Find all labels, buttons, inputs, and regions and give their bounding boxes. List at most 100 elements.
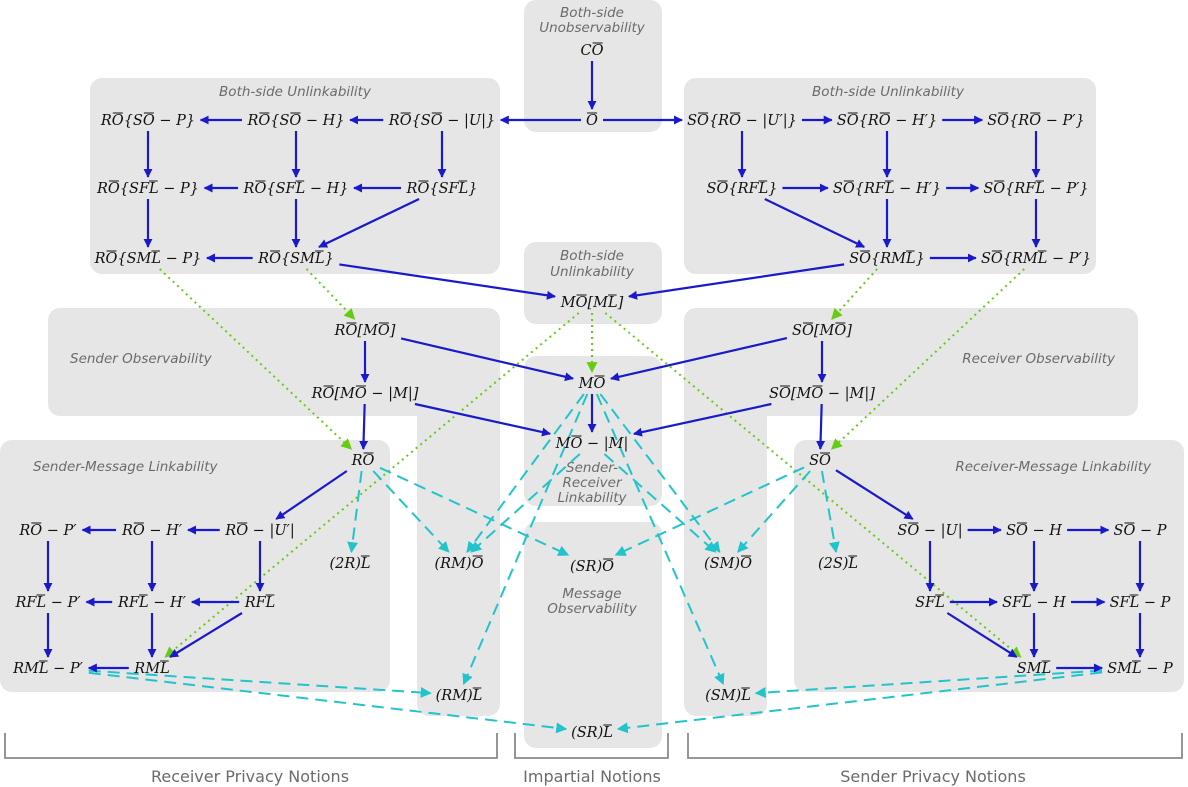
node-rfl-p: RFL − P′ <box>14 594 81 611</box>
overlined-symbol: O <box>602 559 614 575</box>
symbol-text: ] <box>845 323 852 339</box>
symbol-text: − |U′|} <box>741 113 797 129</box>
symbol-text: S <box>981 251 991 267</box>
symbol-text: − |M| <box>582 436 628 452</box>
symbol-text: − H <box>1028 523 1062 539</box>
region-sender-observability <box>48 308 500 416</box>
green-edge-so_rml_p-to-so <box>830 268 1025 450</box>
node-ro-so-h: RO{SO − H} <box>246 112 345 129</box>
symbol-text: − |U| <box>919 523 962 539</box>
overlined-symbol: O <box>269 251 281 267</box>
node-mo-ml: MO[ML] <box>560 294 624 311</box>
symbol-text: ] <box>389 323 396 339</box>
node-rml2: (RM)L <box>436 687 482 704</box>
node-so-mo-m: SO[MO − |M|] <box>769 385 875 402</box>
symbol-text: S <box>769 386 779 402</box>
symbol-text: − P′ <box>46 595 81 611</box>
overlined-symbol: O <box>834 323 846 339</box>
node-label: SFL <box>915 595 945 611</box>
node-ro-so-p: RO{SO − P} <box>100 112 195 129</box>
symbol-text: − P′ <box>48 661 83 677</box>
symbol-text: R <box>311 386 323 402</box>
region-label-line: Receiver <box>562 475 622 491</box>
overlined-symbol: O <box>716 181 728 197</box>
node-label: RO{SML − P} <box>94 251 202 267</box>
region-label-line: Unlinkability <box>550 264 635 280</box>
node-label: SO{RML} <box>849 251 925 267</box>
footer-braces <box>4 733 1183 759</box>
symbol-text: S <box>687 113 697 129</box>
overlined-symbol: L <box>38 661 49 677</box>
overlined-symbol: L <box>159 661 170 677</box>
symbol-text: C <box>581 43 592 59</box>
node-label: SO{RFL − H′} <box>833 181 941 197</box>
symbol-text: [M <box>334 386 356 402</box>
node-label: RO{SO − |U|} <box>388 113 495 129</box>
symbol-text: (SM) <box>705 688 741 704</box>
region-both-side-unlinkability-center <box>524 242 662 324</box>
node-rfl: RFL <box>244 594 275 611</box>
symbol-text: R <box>388 113 400 129</box>
symbol-text: R <box>257 251 269 267</box>
overlined-symbol: O <box>729 113 741 129</box>
node-ro-p: RO − P′ <box>18 522 77 539</box>
symbol-text: − P <box>1142 661 1173 677</box>
cyan-edge-rml_p-to-srl <box>88 671 568 734</box>
symbol-text: S <box>1114 523 1124 539</box>
symbol-text: (SR) <box>571 725 603 741</box>
node-ro-h: RO − H′ <box>121 522 183 539</box>
symbol-text: } <box>916 251 925 267</box>
symbol-text: {S <box>412 113 431 129</box>
overlined-symbol: O <box>355 386 367 402</box>
region-label-sender-message-link: Sender-Message Linkability <box>33 459 218 475</box>
node-ro-so-u: RO{SO − |U|} <box>388 112 495 129</box>
node-label: (2S)L <box>818 556 858 572</box>
overlined-symbol: L <box>884 181 895 197</box>
node-label: SML <box>1017 661 1051 677</box>
node-label: SML − P <box>1107 661 1173 677</box>
overlined-symbol: O <box>236 523 248 539</box>
region-label-line: Linkability <box>557 490 627 506</box>
node-so-rfl: SO{RFL} <box>707 180 778 197</box>
region-label-line: Both-side Unlinkability <box>812 84 965 100</box>
symbol-text: {RM <box>871 251 907 267</box>
symbol-text: [M <box>791 386 813 402</box>
symbol-text: {SF <box>429 181 459 197</box>
implication-edge-so_rfl-to-so_rml <box>764 198 866 248</box>
node-label: MO[ML] <box>560 295 624 311</box>
cyan-edge-so-to-sro <box>614 466 805 556</box>
node-sml: SML <box>1017 660 1051 677</box>
overlined-symbol: O <box>811 386 823 402</box>
symbol-text: R <box>246 113 258 129</box>
node-label: SO{RFL} <box>707 181 778 197</box>
symbol-text: − H′ <box>145 523 183 539</box>
brace-impartial <box>514 733 669 759</box>
symbol-text: S <box>987 113 997 129</box>
overlined-symbol: O <box>106 251 118 267</box>
overlined-symbol: O <box>112 113 124 129</box>
node-label: O <box>586 113 598 129</box>
overlined-symbol: O <box>993 181 1005 197</box>
symbol-text: SF <box>915 595 936 611</box>
node-label: SFL − H <box>1002 595 1066 611</box>
symbol-text: R <box>94 251 106 267</box>
symbol-text: (2S) <box>818 556 848 572</box>
implication-edge-so_rml-to-mo_ml <box>628 263 845 300</box>
node-label: SFL − P <box>1110 595 1171 611</box>
node-2sl: (2S)L <box>818 555 858 572</box>
implication-edge-ro_mo_m-to-ro <box>359 403 369 450</box>
symbol-text: SF <box>1110 595 1131 611</box>
implication-edge-so_mo-to-mo <box>610 337 788 382</box>
node-label: RO{SFL − H} <box>243 181 349 197</box>
node-so-ro-u: SO{RO − |U′|} <box>687 112 797 129</box>
overlined-symbol: O <box>879 113 891 129</box>
node-sml2: (SM)L <box>705 687 751 704</box>
cyan-edge-mo-to-smo <box>599 393 721 553</box>
node-label: SO − |U| <box>897 523 962 539</box>
symbol-text: S <box>809 453 819 469</box>
implication-edge-rfl-to-rml <box>169 612 243 658</box>
symbol-text: {S <box>270 113 289 129</box>
symbol-text: − |U|} <box>443 113 496 129</box>
